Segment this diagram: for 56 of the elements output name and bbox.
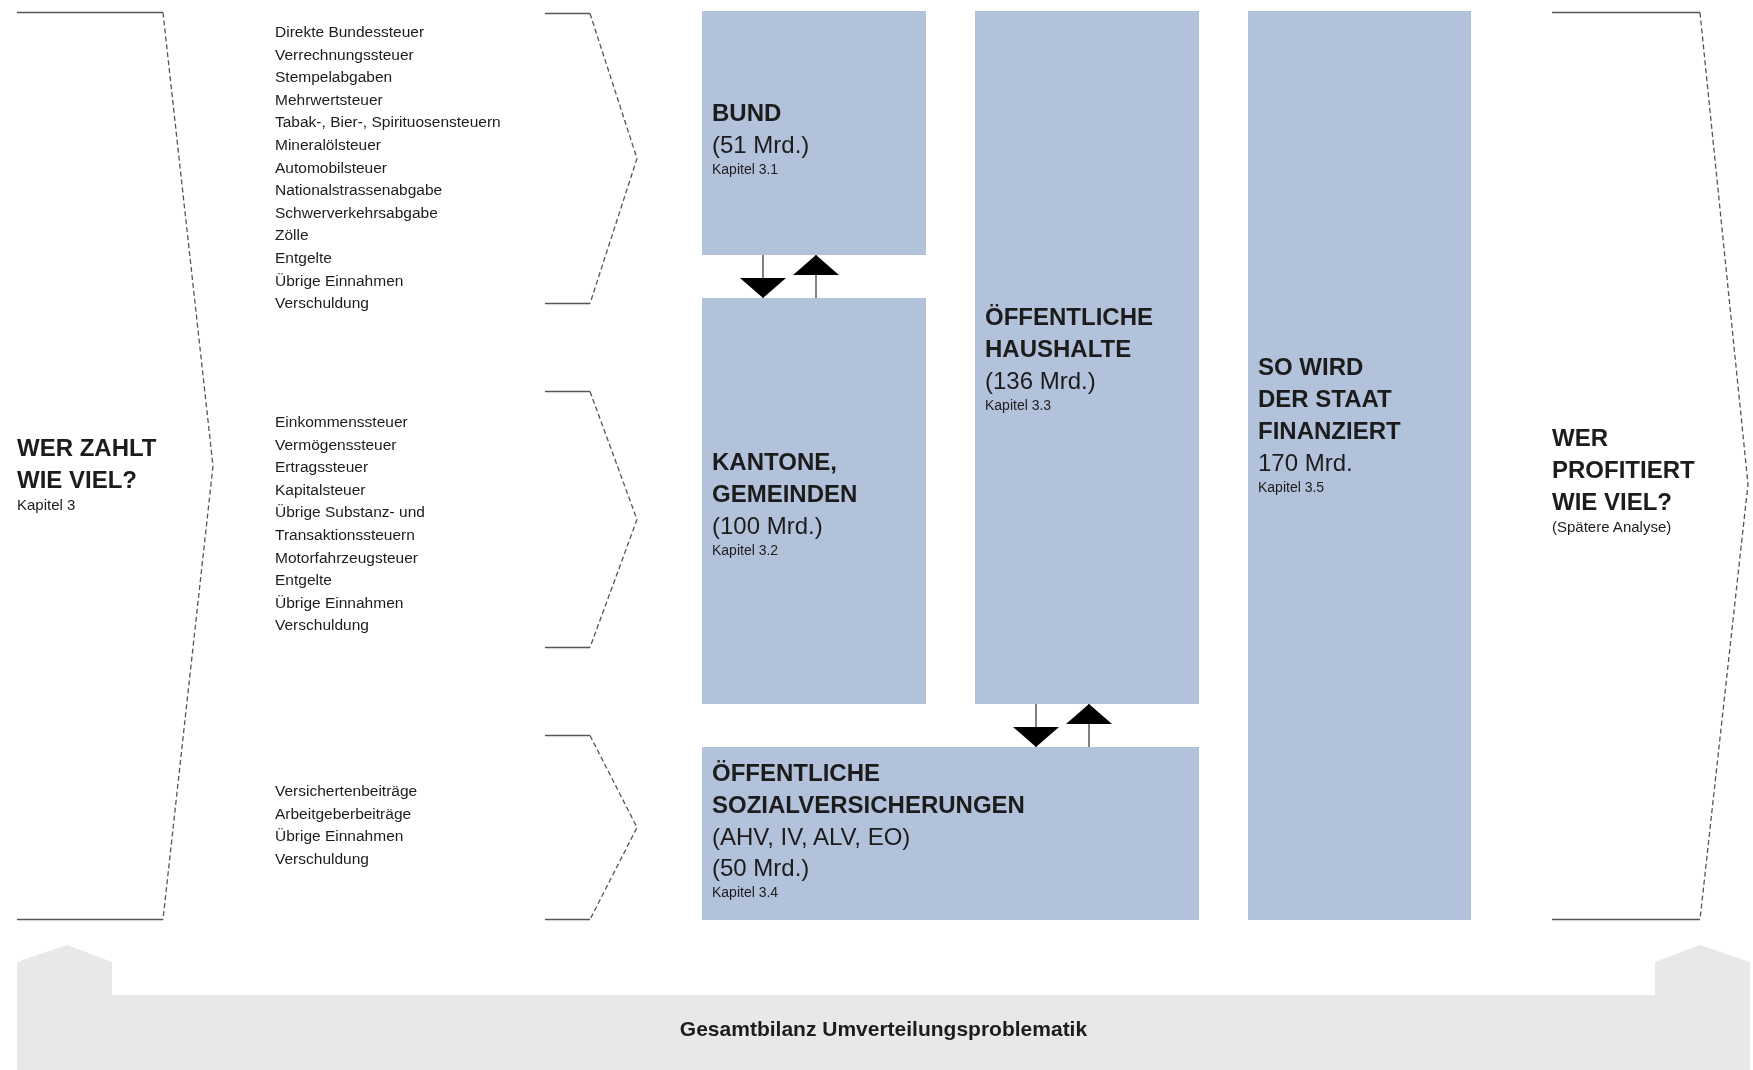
chapter-reference: Kapitel 3.3 [985, 396, 1052, 414]
chapter-reference: Kapitel 3 [17, 496, 76, 514]
list-item: Automobilsteuer [275, 157, 387, 178]
list-item: Verrechnungssteuer [275, 44, 414, 65]
list-item: Stempelabgaben [275, 67, 393, 88]
amount: (100 Mrd.) [712, 511, 823, 541]
list-item: Direkte Bundessteuer [275, 22, 425, 42]
list-item: Übrige Einnahmen [275, 826, 404, 847]
arrow [793, 254, 839, 299]
list-item: Ertragssteuer [275, 457, 369, 478]
list-item: Übrige Einnahmen [275, 592, 404, 613]
category-box [975, 11, 1199, 704]
list-item: Motorfahrzeugsteuer [275, 547, 419, 568]
chapter-reference: Kapitel 3.1 [712, 160, 779, 178]
category-box [1248, 11, 1471, 920]
amount: (136 Mrd.) [985, 366, 1096, 396]
list-item: Übrige Einnahmen [275, 270, 404, 291]
note: (Spätere Analyse) [1552, 518, 1672, 536]
heading: BUND [712, 98, 782, 128]
chapter-reference: Kapitel 3.2 [712, 541, 779, 559]
list-item: Mehrwertsteuer [275, 89, 383, 110]
amount: (AHV, IV, ALV, EO) [712, 822, 911, 852]
list-item: Entgelte [275, 570, 332, 591]
chapter-reference: Kapitel 3.4 [712, 883, 779, 901]
heading: WER PROFITIERT WIE VIEL? [1552, 423, 1696, 517]
band-title: Gesamtbilanz Umverteilungsproblematik [679, 1017, 1088, 1041]
list-item: Entgelte [275, 247, 332, 268]
list-item: Kapitalsteuer [275, 479, 366, 500]
amount: (51 Mrd.) [712, 130, 810, 160]
list-item: Schwerverkehrsabgabe [275, 202, 438, 223]
heading: SO WIRD DER STAAT FINANZIERT [1258, 352, 1402, 446]
list-item: Versichertenbeiträge [275, 781, 418, 801]
list-item: Vermögenssteuer [275, 434, 397, 455]
list-item: Zölle [275, 225, 309, 246]
chapter-reference: Kapitel 3.5 [1258, 478, 1325, 496]
category-box [702, 298, 926, 704]
heading: WER ZAHLT WIE VIEL? [17, 433, 158, 495]
list-item: Tabak-, Bier-, Spirituosensteuern [275, 112, 501, 133]
list-item: Verschuldung [275, 615, 369, 636]
heading: KANTONE, GEMEINDEN [712, 447, 859, 509]
category-box [702, 747, 1199, 920]
amount: (50 Mrd.) [712, 853, 810, 883]
arrow [740, 254, 786, 299]
heading: ÖFFENTLICHE HAUSHALTE [985, 302, 1154, 364]
list-item: Nationalstrassenabgabe [275, 180, 443, 201]
arrow [1066, 703, 1112, 748]
list-item: Mineralölsteuer [275, 134, 381, 155]
arrow [1013, 703, 1059, 748]
list-item: Verschuldung [275, 293, 369, 314]
list-item: Einkommenssteuer [275, 412, 408, 432]
amount: 170 Mrd. [1258, 448, 1353, 478]
list-item: Übrige Substanz- und Transaktionssteuern [275, 502, 426, 545]
category-box [702, 11, 926, 255]
heading: ÖFFENTLICHE SOZIALVERSICHERUNGEN [712, 758, 1026, 820]
list-item: Verschuldung [275, 848, 369, 869]
list-item: Arbeitgeberbeiträge [275, 803, 412, 824]
